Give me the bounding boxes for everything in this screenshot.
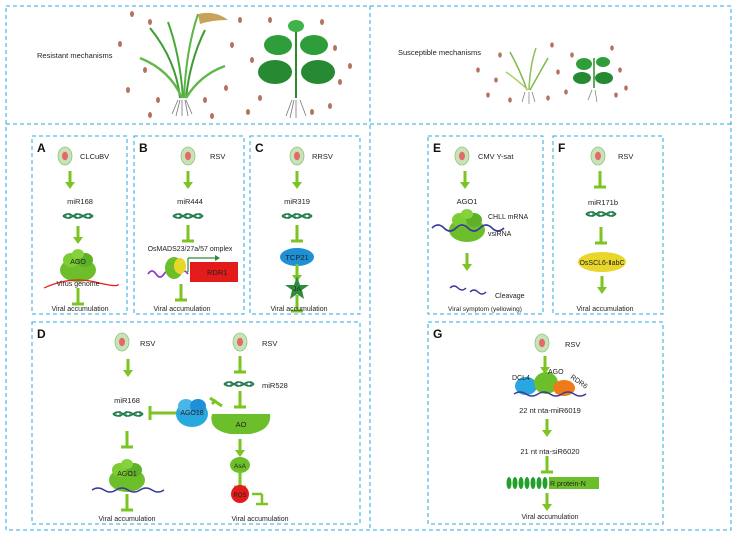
panel-a-letter: A	[37, 141, 46, 155]
small-tobacco-illustration	[573, 57, 613, 103]
panel-c-letter: C	[255, 141, 264, 155]
panel-e-outcome: Viral symptom (yellowing)	[448, 306, 522, 313]
panel-g-outcome: Viral accumulation	[521, 514, 578, 521]
panel-d-virus-right: RSV	[262, 339, 277, 348]
panel-g: G RSV DCL4 AGO RDR6 22 nt nta-miR6019 21…	[427, 321, 664, 525]
panel-g-dcl4: DCL4	[512, 375, 530, 382]
panel-b-mirna: miR444	[177, 197, 203, 206]
panel-g-gene-bars	[506, 477, 548, 489]
panel-b-virus: RSV	[210, 152, 225, 161]
panel-c-virus: RRSV	[312, 152, 333, 161]
panel-d-mirna-right: miR528	[262, 381, 288, 390]
panel-e-ago: AGO1	[457, 197, 478, 206]
panel-f-letter: F	[558, 141, 565, 155]
panel-f: F RSV miR171b OsSCL6-ⅡabC Viral accumula…	[552, 135, 664, 315]
panel-d-ao: AO	[236, 420, 247, 429]
panel-d-ago18: AGO18	[180, 410, 203, 417]
panel-e-cleavage: Cleavage	[495, 293, 525, 300]
panel-f-virus: RSV	[618, 152, 633, 161]
panel-d-mirna-left: miR168	[114, 396, 140, 405]
panel-d-outcome-right: Viral accumulation	[231, 516, 288, 523]
susceptible-title: Susceptible mechanisms	[398, 48, 481, 57]
panel-a-genome: Virus genome	[56, 281, 99, 288]
panel-b: B RSV miR444 OsMADS23/27a/57 omplex RDR1…	[133, 135, 245, 315]
panel-c-outcome: Viral accumulation	[270, 306, 327, 313]
panel-b-target: RDR1	[207, 268, 227, 277]
panel-c-mirna: miR319	[284, 197, 310, 206]
panel-f-target: OsSCL6-ⅡabC	[579, 260, 624, 267]
panel-c-hormone: JA	[293, 286, 301, 293]
panel-g-virus: RSV	[565, 340, 580, 349]
panel-g-target: R protein-N	[550, 481, 586, 488]
outer-border	[5, 5, 732, 531]
panel-c: C RRSV miR319 TCP21 JA Viral accumulatio…	[249, 135, 361, 315]
panel-f-outcome: Viral accumulation	[576, 306, 633, 313]
panel-a: A CLCuBV miR168 AGO Virus genome Viral a…	[31, 135, 128, 315]
panel-d: D RSV miR168 AGO18 AGO1 Viral accumulati…	[31, 321, 361, 525]
panel-b-complex: OsMADS23/27a/57 omplex	[148, 246, 233, 253]
panel-g-letter: G	[433, 327, 442, 341]
panel-g-ago: AGO	[548, 369, 564, 376]
panel-e-letter: E	[433, 141, 441, 155]
panel-d-virus-left: RSV	[140, 339, 155, 348]
virus-particles-left	[118, 11, 352, 119]
panel-e-mrna: CHLL mRNA	[488, 214, 529, 221]
panel-g-sirna: 21 nt nta-siR6020	[520, 447, 579, 456]
panel-e: E CMV Y-sat AGO1 CHLL mRNA vsiRNA Cleava…	[427, 135, 544, 315]
panel-d-outcome-left: Viral accumulation	[98, 516, 155, 523]
panel-e-vsirna: vsiRNA	[488, 231, 512, 238]
small-rice-illustration	[505, 47, 549, 104]
virus-particles-right	[476, 42, 628, 103]
panel-d-asa: AsA	[234, 463, 247, 470]
panel-e-virus: CMV Y-sat	[478, 152, 514, 161]
panel-d-ros: ROS	[233, 493, 246, 499]
panel-d-letter: D	[37, 327, 46, 341]
panel-a-virus: CLCuBV	[80, 152, 109, 161]
panel-b-letter: B	[139, 141, 148, 155]
rice-plant-illustration	[139, 12, 228, 117]
panel-a-outcome: Viral accumulation	[51, 306, 108, 313]
panel-a-mirna: miR168	[67, 197, 93, 206]
panel-a-ago: AGO	[70, 259, 86, 266]
panel-c-target: TCP21	[285, 253, 308, 262]
panel-g-mirna: 22 nt nta-miR6019	[519, 406, 581, 415]
panel-d-ago1: AGO1	[117, 471, 137, 478]
panel-b-outcome: Viral accumulation	[153, 306, 210, 313]
resistant-title: Resistant mechanisms	[37, 51, 113, 60]
panel-f-mirna: miR171b	[588, 198, 618, 207]
tobacco-plant-illustration	[258, 20, 335, 119]
